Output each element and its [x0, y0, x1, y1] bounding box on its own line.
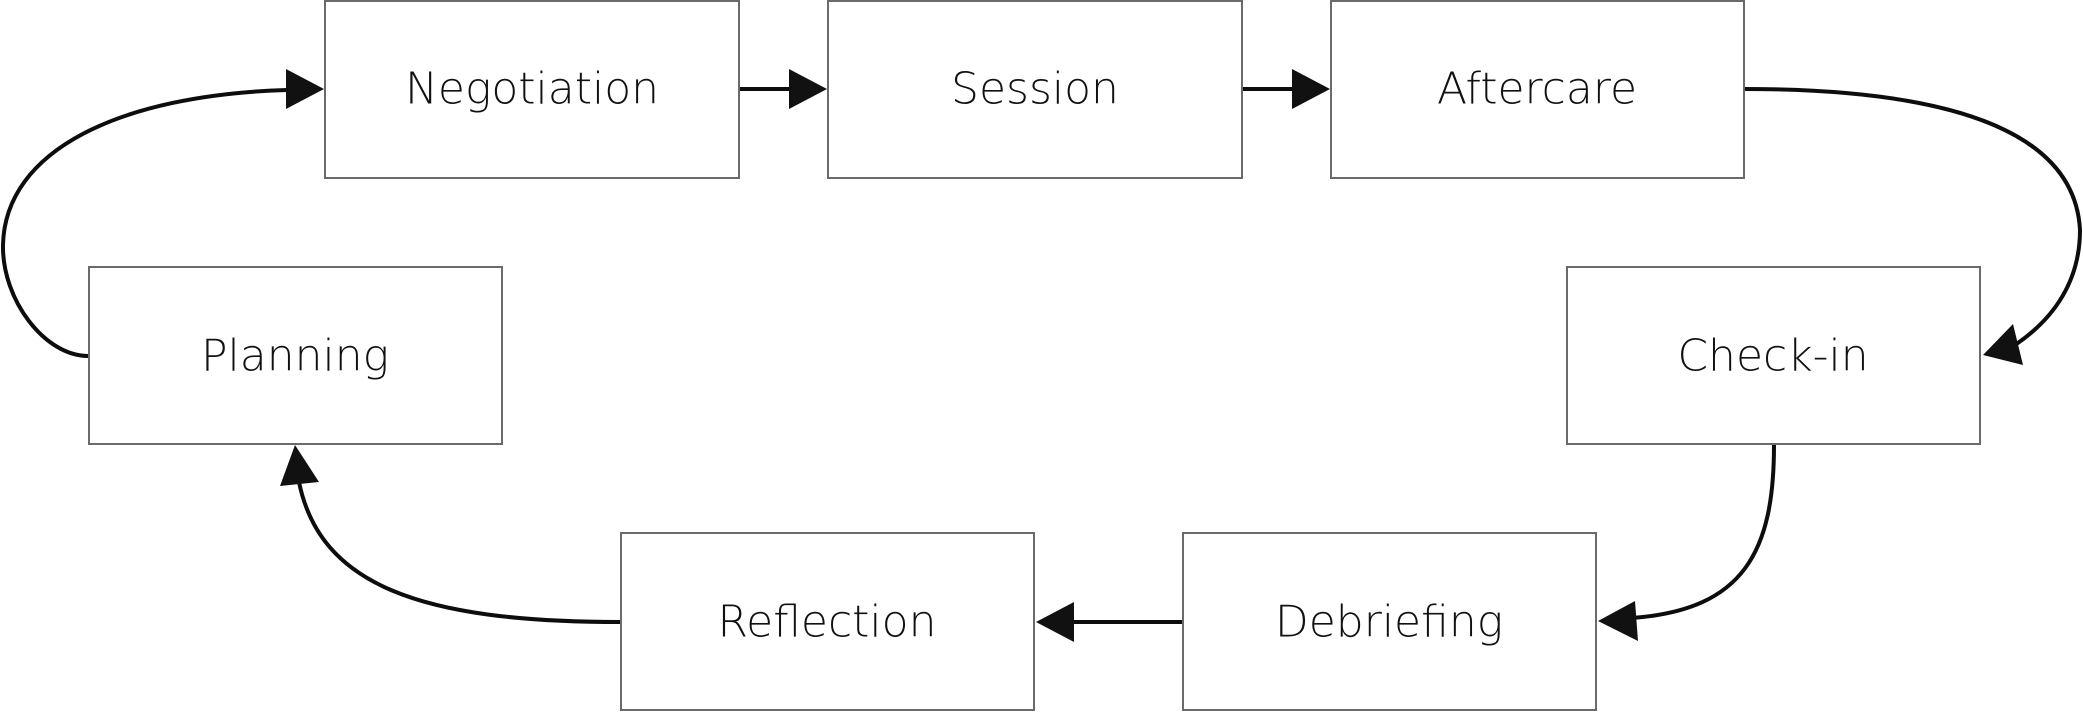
node-session[interactable]: Session: [827, 0, 1243, 179]
node-label-check-in: Check-in: [1677, 331, 1868, 382]
node-label-planning: Planning: [201, 331, 389, 382]
node-planning[interactable]: Planning: [88, 266, 503, 445]
edge-reflection-to-planning: [280, 445, 621, 624]
node-label-aftercare: Aftercare: [1437, 64, 1637, 115]
node-label-reflection: Reflection: [718, 597, 937, 648]
nodes: Negotiation Session Aftercare Check-in D…: [88, 0, 1981, 711]
edge-aftercare-to-check-in: [1743, 87, 2083, 365]
node-debriefing[interactable]: Debriefing: [1182, 532, 1597, 711]
edge-planning-to-negotiation: [0, 69, 324, 358]
node-aftercare[interactable]: Aftercare: [1330, 0, 1745, 179]
edges: [0, 69, 2083, 642]
edge-negotiation-to-session: [739, 69, 827, 109]
edge-check-in-to-debriefing: [1598, 444, 1776, 641]
edge-session-to-aftercare: [1242, 69, 1330, 109]
node-label-debriefing: Debriefing: [1275, 597, 1503, 648]
node-label-negotiation: Negotiation: [405, 64, 659, 115]
edge-debriefing-to-reflection: [1036, 602, 1182, 642]
node-check-in[interactable]: Check-in: [1566, 266, 1981, 445]
node-reflection[interactable]: Reflection: [620, 532, 1035, 711]
node-label-session: Session: [951, 64, 1119, 115]
node-negotiation[interactable]: Negotiation: [324, 0, 740, 179]
